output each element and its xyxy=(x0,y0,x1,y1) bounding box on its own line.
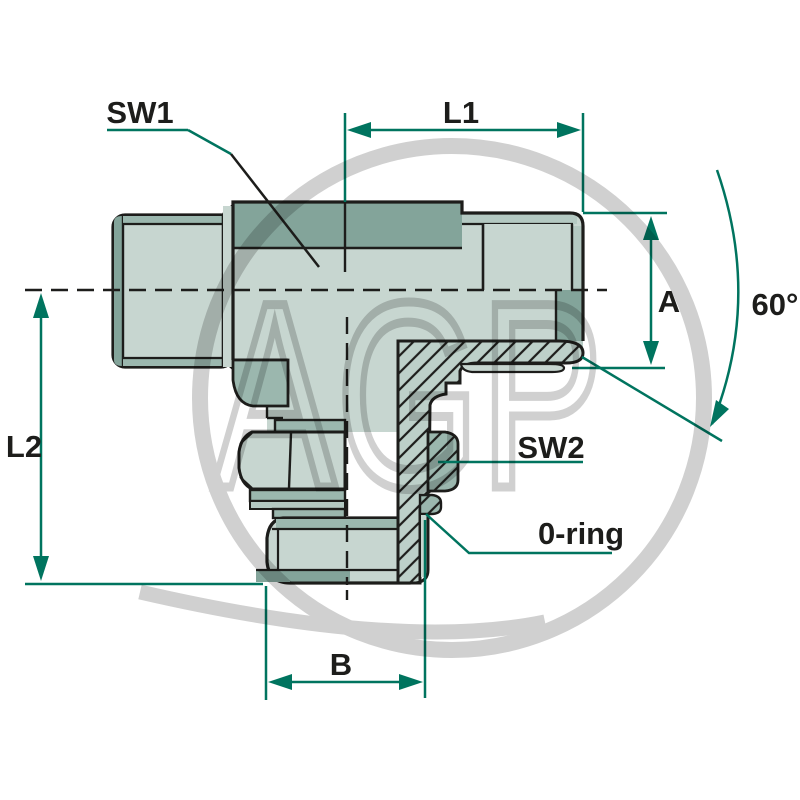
label-b: B xyxy=(330,647,352,682)
centerlines xyxy=(25,202,607,600)
label-l1: L1 xyxy=(443,95,479,130)
label-sw1: SW1 xyxy=(106,95,173,130)
label-angle: 60° xyxy=(752,287,799,322)
label-sw2: SW2 xyxy=(517,430,584,465)
watermark-text: AGP xyxy=(213,248,603,544)
label-oring: 0-ring xyxy=(538,516,624,551)
watermark: AGP xyxy=(138,138,712,658)
fitting-body xyxy=(25,200,607,600)
label-l2: L2 xyxy=(6,429,42,464)
